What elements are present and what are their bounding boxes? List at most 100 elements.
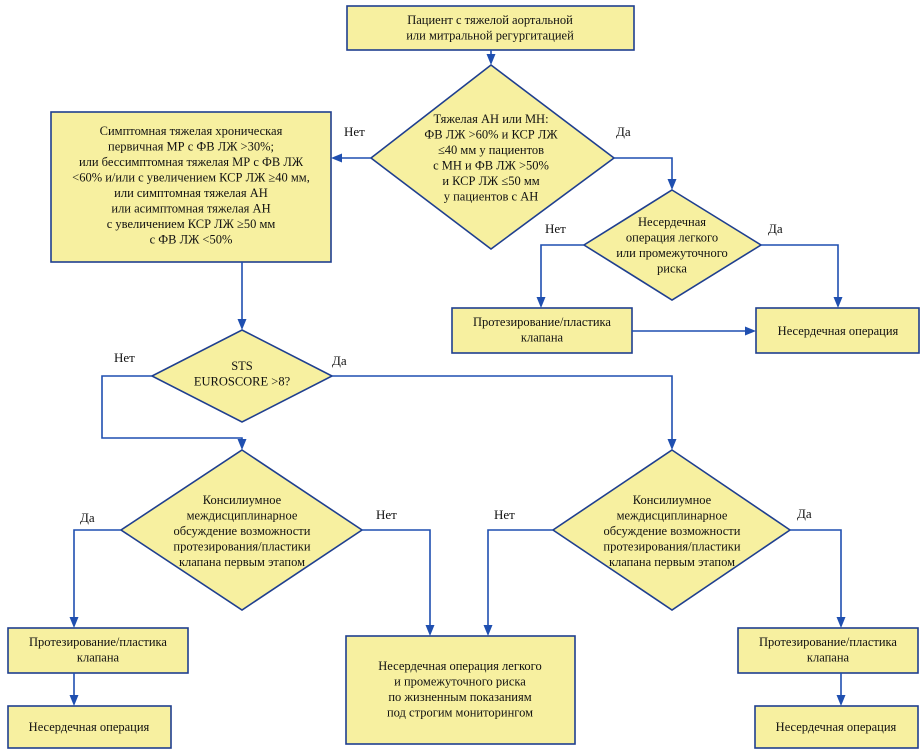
edge-label-q2-no: Нет xyxy=(545,221,566,236)
noncardiac-surgery-box-left xyxy=(7,705,172,749)
arrowhead xyxy=(69,617,79,628)
arrowhead xyxy=(836,617,846,628)
edge-label-q5-yes: Да xyxy=(797,506,812,521)
text-line: Несердечная операция легкого xyxy=(378,659,541,673)
text-line: первичная МР с ФВ ЛЖ >30%; xyxy=(108,140,274,154)
text-line: Несердечная операция xyxy=(776,720,897,734)
text-line: Несердечная операция xyxy=(778,324,899,338)
text-line: протезирования/пластики xyxy=(173,540,310,554)
text-line: ≤40 мм у пациентов xyxy=(438,143,544,157)
text-line: клапана первым этапом xyxy=(179,555,305,569)
text-line: междисциплинарное xyxy=(187,509,298,523)
text-line: или бессимптомная тяжелая МР с ФВ ЛЖ xyxy=(79,155,304,169)
edge-label-q2-yes: Да xyxy=(768,221,783,236)
text-line: ФВ ЛЖ >60% и КСР ЛЖ xyxy=(424,128,558,142)
text-line: по жизненным показаниям xyxy=(388,690,531,704)
edge-label-q3-no: Нет xyxy=(114,350,135,365)
noncardiac-surgery-text-top: Несердечная операция xyxy=(778,324,899,338)
decision-sts-euroscore xyxy=(150,329,334,423)
decision-consilium-left xyxy=(119,449,364,611)
text-line: или симптомная тяжелая АН xyxy=(114,186,268,200)
text-line: Тяжелая АН или МН: xyxy=(433,112,548,126)
arrowhead xyxy=(237,319,247,330)
arrowhead xyxy=(486,54,496,65)
arrowhead xyxy=(745,326,756,336)
noncardiac-surgery-box-top xyxy=(755,307,920,354)
arrowhead xyxy=(833,297,843,308)
text-line: с увеличением КСР ЛЖ ≥50 мм xyxy=(107,217,276,231)
valve-replacement-box-right xyxy=(737,627,919,674)
decision-severe-regurgitation xyxy=(369,63,616,250)
decision-consilium-right xyxy=(551,449,792,611)
decision-sts-euroscore-text: STS EUROSCORE >8? xyxy=(194,359,291,389)
symptomatic-criteria-box xyxy=(50,111,332,263)
text-line: Протезирование/пластика xyxy=(29,635,167,649)
arrow-q5-yes xyxy=(790,529,842,620)
text-line: Несердечная операция xyxy=(29,720,150,734)
text-line: обсуждение возможности xyxy=(174,524,311,538)
valve-replacement-text-left: Протезирование/пластика клапана xyxy=(29,635,167,665)
arrow-q4-no xyxy=(362,529,431,628)
text-line: клапана xyxy=(521,331,564,345)
arrow-q2-yes xyxy=(761,244,839,300)
text-line: клапана первым этапом xyxy=(609,555,735,569)
arrow-q4-yes xyxy=(73,529,121,620)
arrowhead xyxy=(237,439,247,450)
edge-label-q4-yes: Да xyxy=(80,510,95,525)
edge-label-q4-no: Нет xyxy=(376,507,397,522)
noncardiac-surgery-box-right xyxy=(754,705,919,749)
text-line: клапана xyxy=(77,651,120,665)
text-line: у пациентов с АН xyxy=(444,190,539,204)
text-line: Протезирование/пластика xyxy=(759,635,897,649)
noncardiac-surgery-text-right: Несердечная операция xyxy=(776,720,897,734)
valve-replacement-box-top xyxy=(451,307,633,354)
arrowhead xyxy=(836,695,846,706)
valve-replacement-text-top: Протезирование/пластика клапана xyxy=(473,315,611,345)
text-line: междисциплинарное xyxy=(617,509,728,523)
text-line: <60% и/или с увеличением КСР ЛЖ ≥40 мм, xyxy=(72,171,310,185)
edge-label-q5-no: Нет xyxy=(494,507,515,522)
arrowhead xyxy=(331,153,342,163)
text-line: или асимптомная тяжелая АН xyxy=(111,202,270,216)
noncardiac-surgery-text-left: Несердечная операция xyxy=(29,720,150,734)
text-line: EUROSCORE >8? xyxy=(194,375,291,389)
arrowhead xyxy=(667,439,677,450)
vital-noncardiac-surgery-text: Несердечная операция легкого и промежуточ… xyxy=(378,659,541,720)
arrowhead xyxy=(667,179,677,190)
text-line: клапана xyxy=(807,651,850,665)
arrowhead xyxy=(483,625,493,636)
text-line: под строгим мониторингом xyxy=(387,706,533,720)
text-line: и КСР ЛЖ ≤50 мм xyxy=(442,174,539,188)
text-line: Протезирование/пластика xyxy=(473,315,611,329)
valve-replacement-text-right: Протезирование/пластика клапана xyxy=(759,635,897,665)
arrow-q2-no xyxy=(540,244,584,300)
text-line: риска xyxy=(657,262,687,276)
text-line: и промежуточного риска xyxy=(394,675,526,689)
edge-label-q3-yes: Да xyxy=(332,353,347,368)
text-line: или промежуточного xyxy=(616,246,728,260)
text-line: Консилиумное xyxy=(633,493,712,507)
arrowhead xyxy=(69,695,79,706)
symptomatic-criteria-text: Симптомная тяжелая хроническая первичная … xyxy=(72,124,310,247)
arrowhead xyxy=(425,625,435,636)
decision-severe-regurgitation-text: Тяжелая АН или МН: ФВ ЛЖ >60% и КСР ЛЖ≤40… xyxy=(424,112,558,204)
arrowhead xyxy=(536,297,546,308)
arrow-q1-yes xyxy=(614,157,673,182)
text-line: с МН и ФВ ЛЖ >50% xyxy=(433,159,549,173)
edge-label-q1-no: Нет xyxy=(344,124,365,139)
text-line: обсуждение возможности xyxy=(604,524,741,538)
text-line: Пациент с тяжелой аортальной xyxy=(407,13,573,27)
text-line: протезирования/пластики xyxy=(603,540,740,554)
text-line: STS xyxy=(231,359,253,373)
text-line: с ФВ ЛЖ <50% xyxy=(150,233,233,247)
valve-replacement-box-left xyxy=(7,627,189,674)
arrow-sts-yes xyxy=(332,375,673,442)
text-line: Консилиумное xyxy=(203,493,282,507)
start-box xyxy=(346,5,635,51)
text-line: Симптомная тяжелая хроническая xyxy=(100,124,283,138)
